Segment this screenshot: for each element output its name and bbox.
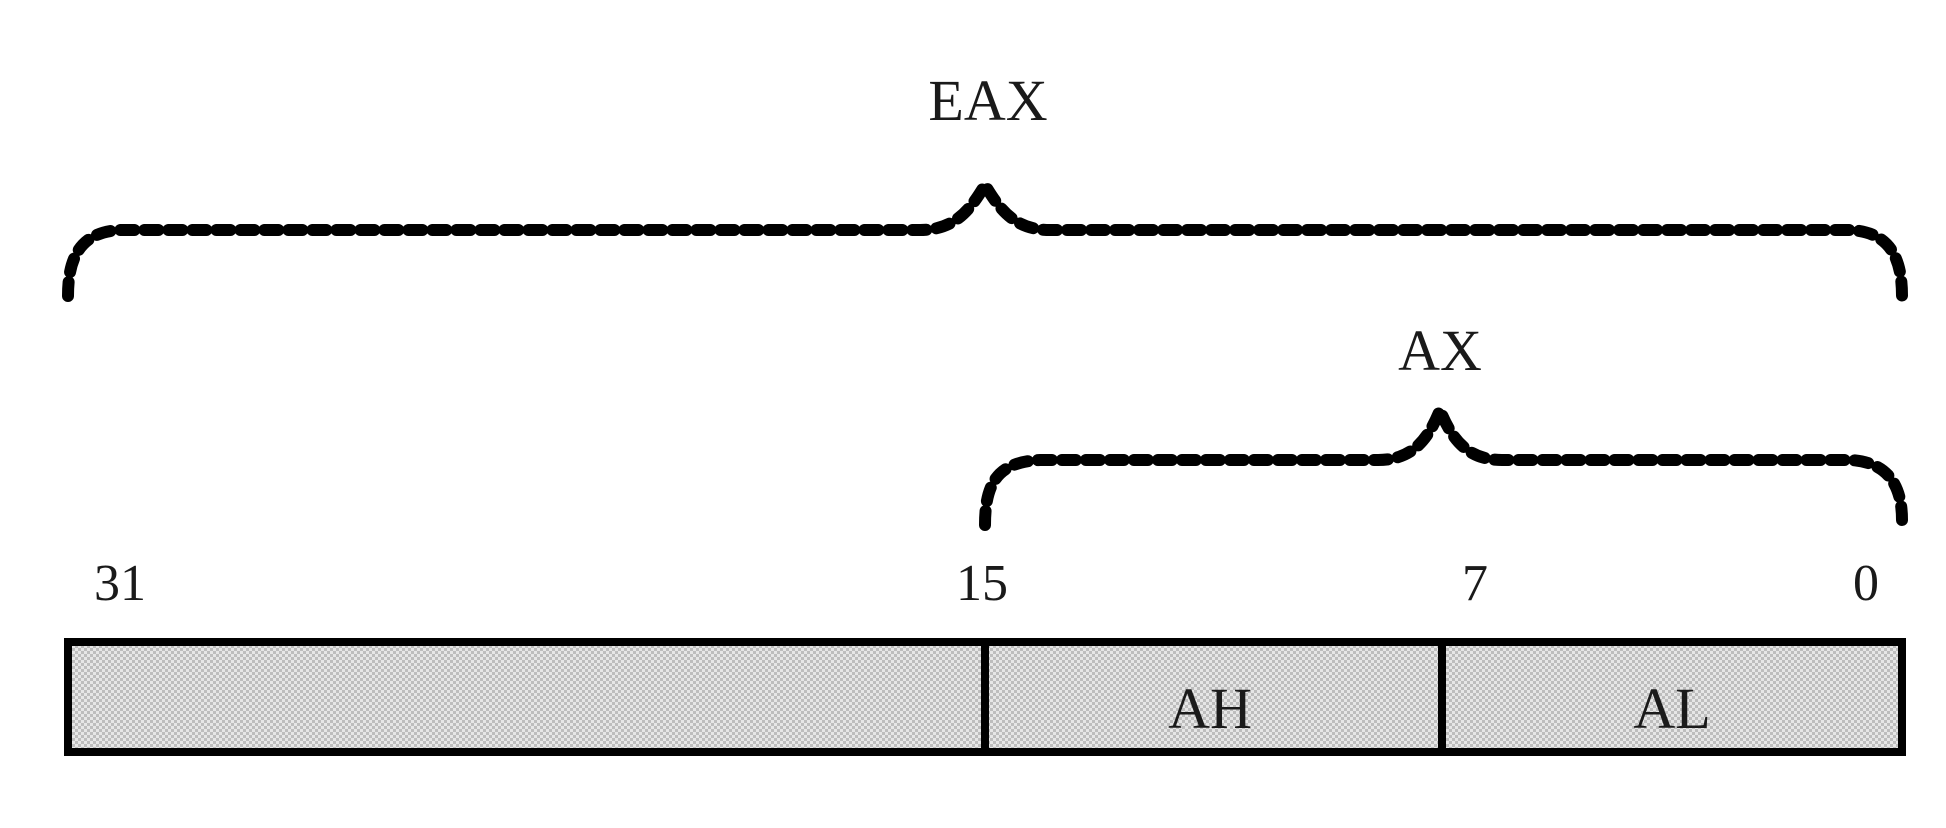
bit-0-label: 0: [1853, 555, 1879, 612]
bit-15-label: 15: [956, 555, 1008, 612]
ah-label: AH: [1168, 676, 1252, 741]
eax-brace: [62, 173, 1908, 302]
bit-7-label: 7: [1462, 555, 1488, 612]
ax-brace: [979, 393, 1908, 531]
eax-label: EAX: [928, 68, 1047, 133]
al-label: AL: [1633, 676, 1710, 741]
ax-label: AX: [1398, 318, 1482, 383]
bit-31-label: 31: [94, 555, 146, 612]
